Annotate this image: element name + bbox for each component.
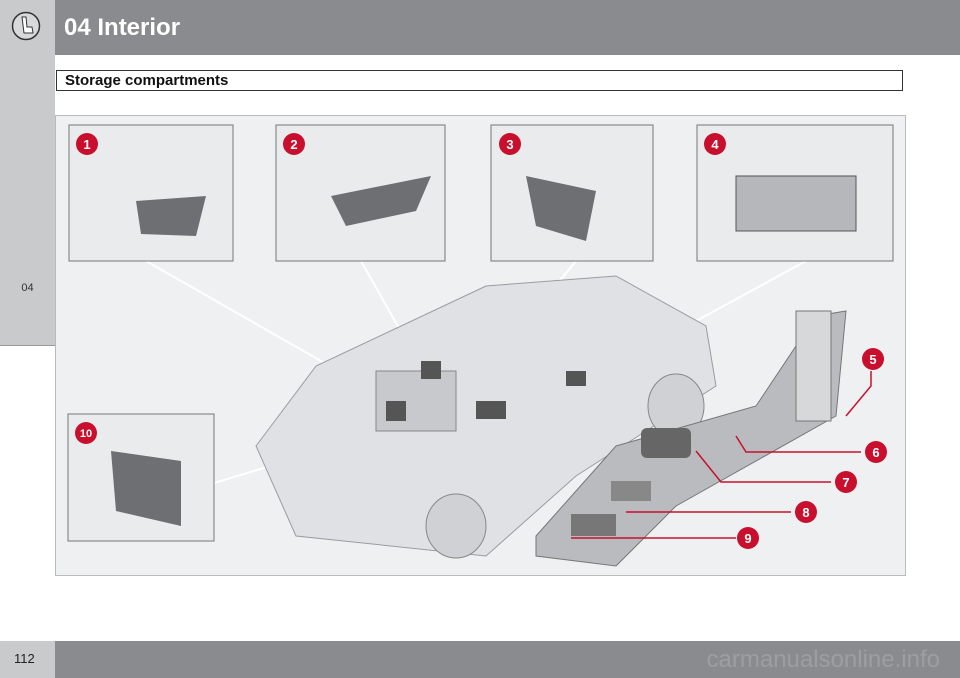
svg-text:2: 2 bbox=[290, 137, 297, 152]
storage-illustration: 1 2 3 4 5 6 7 8 9 10 bbox=[55, 115, 906, 576]
center-console-illustration bbox=[535, 310, 847, 567]
callout-7: 7 bbox=[835, 471, 857, 493]
svg-text:5: 5 bbox=[869, 352, 876, 367]
svg-text:10: 10 bbox=[80, 428, 92, 440]
page-number: 112 bbox=[14, 651, 35, 666]
header-bar bbox=[55, 0, 960, 55]
chapter-side-tab bbox=[0, 55, 55, 346]
callout-6: 6 bbox=[865, 441, 887, 463]
callout-5: 5 bbox=[862, 348, 884, 370]
callout-8: 8 bbox=[795, 501, 817, 523]
footer-bar bbox=[55, 641, 960, 678]
footer-left bbox=[0, 641, 55, 678]
callout-2: 2 bbox=[283, 133, 305, 155]
svg-text:6: 6 bbox=[872, 445, 879, 460]
callout-9: 9 bbox=[737, 527, 759, 549]
chapter-tab-label: 04 bbox=[21, 282, 34, 294]
svg-text:8: 8 bbox=[802, 505, 809, 520]
watermark: carmanualsonline.info bbox=[706, 646, 940, 673]
svg-text:3: 3 bbox=[506, 137, 513, 152]
svg-text:4: 4 bbox=[711, 137, 719, 152]
chapter-title: 04 Interior bbox=[64, 14, 181, 41]
svg-text:9: 9 bbox=[744, 531, 751, 546]
car-illustration bbox=[255, 275, 717, 559]
section-title: Storage compartments bbox=[56, 70, 903, 91]
svg-text:7: 7 bbox=[842, 475, 849, 490]
svg-text:1: 1 bbox=[83, 137, 90, 152]
illustration-drawing: 1 2 3 4 5 6 7 8 9 10 bbox=[67, 124, 894, 567]
callout-10: 10 bbox=[75, 422, 97, 444]
callout-1: 1 bbox=[76, 133, 98, 155]
callout-badges: 1 2 3 4 5 6 7 8 9 10 bbox=[75, 133, 887, 549]
callout-4: 4 bbox=[704, 133, 726, 155]
header-icon-area bbox=[0, 0, 55, 55]
callout-3: 3 bbox=[499, 133, 521, 155]
seat-icon bbox=[11, 11, 41, 41]
